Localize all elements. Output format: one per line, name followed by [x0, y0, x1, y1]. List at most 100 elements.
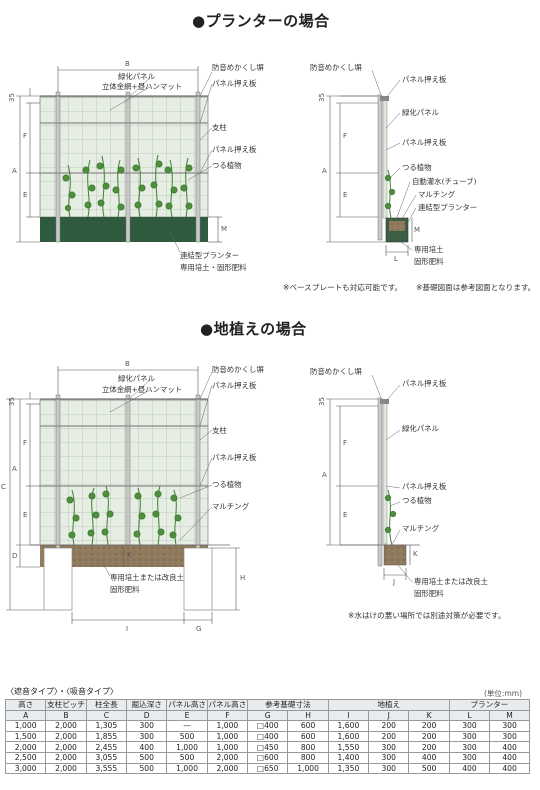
side-label-linked-planter: 連結型プランター: [418, 203, 478, 212]
table-cell: □650: [247, 762, 289, 775]
g-side-label-green-panel: 緑化パネル: [402, 424, 439, 433]
g-dim-G: G: [196, 625, 202, 633]
table-cell: □600: [247, 751, 289, 764]
table-row: 2,000 2,000 2,455 400 1,000 1,000 □450 8…: [4, 741, 530, 753]
label-wire-mesh: 立体金網+昼ハンマット: [102, 82, 183, 91]
g-label-wire-mesh: 立体金網+昼ハンマット: [102, 385, 183, 394]
foundation-left: [43, 547, 73, 611]
table-cell: 2,000: [4, 741, 47, 753]
planter-front-diagram: [16, 66, 222, 253]
g-dim-F: F: [23, 439, 28, 447]
table-cell: 2,455: [85, 741, 128, 753]
th-group: 掘込深さ: [126, 699, 168, 711]
table-cell: 300: [126, 720, 168, 732]
table-cell: 1,600: [327, 730, 370, 743]
g-side-label-press-plate-top: パネル押え板: [402, 379, 447, 388]
label-green-panel: 緑化パネル: [118, 72, 155, 81]
g-label-soil: 専用培土または改良土: [110, 573, 184, 582]
th-letter: J: [368, 709, 410, 722]
side-dim-35: 35: [317, 93, 326, 102]
table-cell: 400: [489, 762, 530, 775]
table-cell: 500: [126, 751, 168, 764]
th-letter: K: [408, 709, 450, 722]
table-cell: 1,600: [327, 720, 370, 732]
table-cell: 1,550: [327, 741, 370, 753]
g-side-dim-E: E: [343, 511, 348, 519]
planter-box-front: [40, 217, 208, 242]
table-title: 〈遮音タイプ〉・〈吸音タイプ〉: [6, 687, 118, 696]
table-cell: 3,055: [85, 751, 128, 764]
table-cell: 400: [408, 751, 450, 764]
table-cell: 1,000: [287, 762, 329, 775]
table-cell: 1,305: [85, 720, 128, 732]
g-side-dim-A: A: [322, 471, 327, 479]
g-side-dim-35: 35: [317, 397, 326, 406]
table-cell: 200: [408, 730, 450, 743]
table-cell: 3,000: [4, 762, 47, 775]
table-cell: 400: [489, 751, 530, 764]
g-label-press-plate-top: パネル押え板: [212, 381, 257, 390]
th-group: 参考基礎寸法: [247, 699, 329, 711]
g-label-green-panel: 緑化パネル: [118, 374, 155, 383]
ground-side-diagram: [326, 374, 420, 583]
vines-front-1: [62, 154, 193, 218]
table-cell: 1,500: [4, 730, 47, 743]
th-letter: B: [45, 709, 87, 722]
table-cell: □400: [247, 720, 289, 732]
side-label-fertilizer: 固形肥料: [414, 257, 444, 266]
g-side-label-press-plate-mid: パネル押え板: [402, 482, 447, 491]
table-cell: 2,000: [45, 730, 87, 743]
table-cell: 2,000: [206, 762, 249, 775]
dim-A: A: [12, 167, 17, 175]
post-mid: [125, 91, 131, 243]
th-letter: H: [287, 709, 329, 722]
table-cell: 500: [126, 762, 168, 775]
table-cell: 800: [287, 741, 329, 753]
g-side-label-vine-plant: つる植物: [402, 496, 432, 505]
table-cell: □400: [247, 730, 289, 743]
spec-table: 高さ 支柱ピッチ 柱全長 掘込深さ パネル高さ パネル高さ 参考基礎寸法 地植え…: [4, 699, 531, 775]
th-letter: M: [489, 709, 530, 722]
th-group: パネル高さ: [206, 699, 249, 711]
g-dim-K: K: [127, 551, 132, 559]
table-cell: 1,000: [206, 741, 249, 753]
table-cell: 500: [166, 730, 208, 743]
side-dim-L: L: [394, 255, 398, 263]
g-dim-35: 35: [7, 397, 16, 406]
foundation-right: [183, 547, 213, 611]
post-right: [195, 91, 201, 243]
table-cell: 400: [489, 741, 530, 753]
table-cell: 600: [287, 720, 329, 732]
note-foundation: ※基礎図面は参考図面となります。: [416, 283, 536, 292]
table-cell: 300: [489, 730, 530, 743]
g-side-label-soundproof-fence: 防音めかくし塀: [310, 367, 362, 376]
side-label-soundproof-fence: 防音めかくし塀: [310, 63, 362, 72]
table-group-header-row: 高さ 支柱ピッチ 柱全長 掘込深さ パネル高さ パネル高さ 参考基礎寸法 地植え…: [4, 699, 531, 711]
table-row: 1,500 2,000 1,855 300 500 1,000 □400 600…: [4, 730, 530, 743]
table-cell: 500: [408, 762, 450, 775]
ground-front-diagram: [6, 366, 240, 624]
planter-side-diagram: [326, 69, 417, 256]
table-cell: 300: [448, 741, 491, 753]
table-cell: 200: [408, 741, 450, 753]
table-cell: —: [166, 720, 208, 732]
table-cell: 500: [166, 751, 208, 764]
g-dim-B: B: [125, 360, 130, 368]
table-cell: 1,000: [166, 762, 208, 775]
th-letter: G: [247, 709, 289, 722]
table-cell: 2,000: [45, 751, 87, 764]
table-cell: 300: [448, 730, 491, 743]
table-row: 2,500 2,000 3,055 500 500 2,000 □600 800…: [4, 751, 530, 764]
section-title-planter: ●プランターの場合: [192, 12, 330, 30]
table-cell: 2,500: [4, 751, 47, 764]
table-cell: 300: [489, 720, 530, 732]
note-base-plate: ※ベースプレートも対応可能です。: [283, 283, 403, 292]
table-cell: 400: [448, 762, 491, 775]
table-cell: 2,000: [206, 751, 249, 764]
table-cell: 300: [368, 762, 410, 775]
diagram-canvas: [6, 66, 420, 624]
side-dim-A: A: [322, 167, 327, 175]
label-soil-fertilizer: 専用培土・固形肥料: [180, 263, 247, 272]
dim-M: M: [221, 225, 228, 233]
label-press-plate-mid: パネル押え板: [212, 145, 257, 154]
